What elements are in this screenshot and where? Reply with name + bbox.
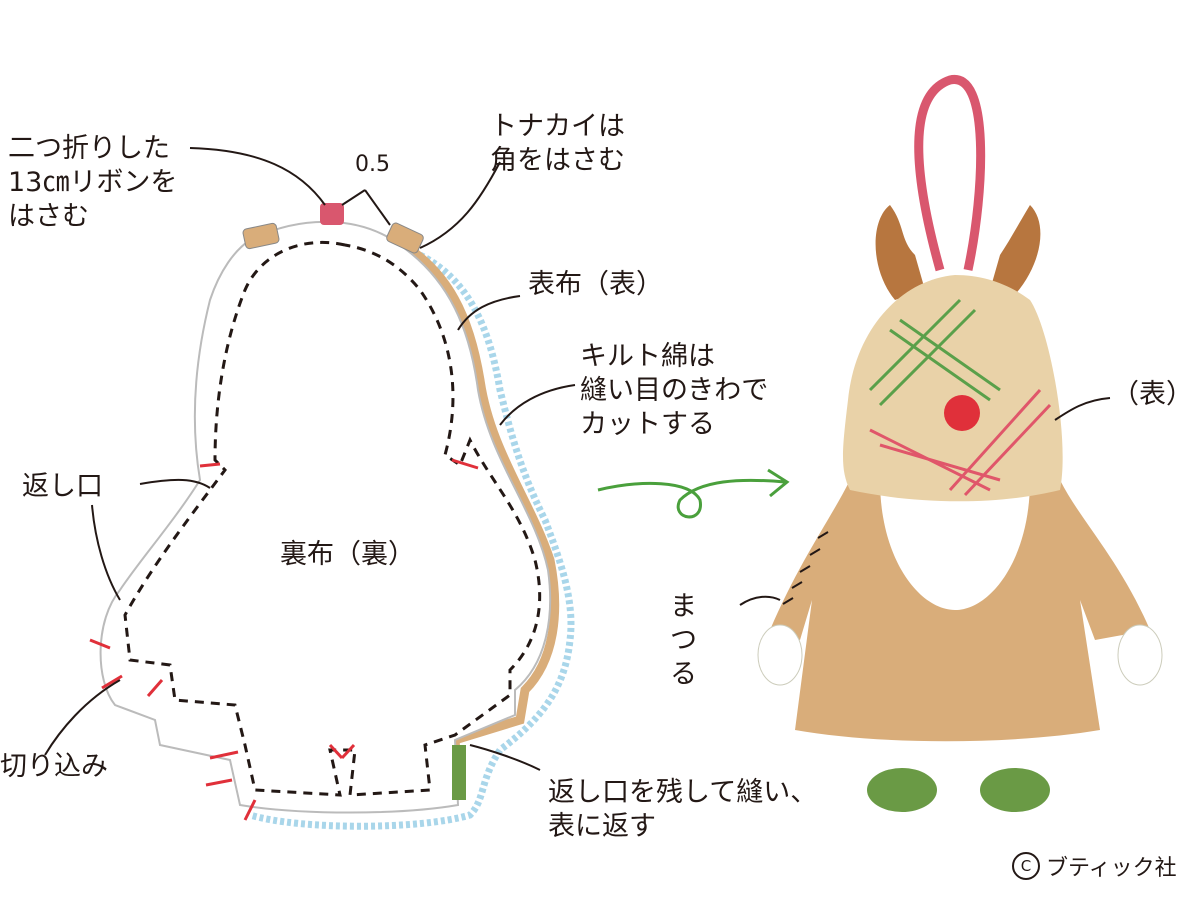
label-notch: 切り込み <box>0 751 108 782</box>
slipstitch-marks <box>782 531 829 605</box>
label-antlers: トナカイは 角をはさむ <box>490 110 625 178</box>
antler-right <box>386 222 424 254</box>
label-line: はさむ <box>8 201 89 232</box>
label-batting: キルト綿は 縫い目のきわで カットする <box>580 340 768 442</box>
plaid-green <box>868 298 1001 407</box>
boot <box>980 768 1050 812</box>
copyright: C ブティック社 <box>1012 850 1177 882</box>
antler-left <box>242 222 280 250</box>
stitch-line <box>123 240 542 797</box>
notch-marks <box>89 458 479 821</box>
ribbon-loop <box>914 75 986 272</box>
sewing-diagram <box>44 147 576 830</box>
plaid-red <box>869 388 1052 497</box>
copyright-icon: C <box>1012 852 1040 880</box>
label-line: カットする <box>580 409 715 440</box>
label-front: （表） <box>1112 379 1193 410</box>
body <box>770 480 1150 742</box>
lining-outline <box>99 220 552 814</box>
finished-ornament <box>739 75 1163 812</box>
label-line: 角をはさむ <box>490 145 625 176</box>
label-line: ま <box>670 591 697 622</box>
copyright-text: ブティック社 <box>1046 856 1177 881</box>
label-line: 13㎝リボンを <box>8 167 178 198</box>
label-line: 表に返す <box>548 811 656 842</box>
label-line: つ <box>670 625 697 656</box>
label-line: 縫い目のきわで <box>580 375 769 406</box>
mitten <box>757 624 803 686</box>
label-ribbon: 二つ折りした 13㎝リボンを はさむ <box>8 132 177 234</box>
label-sew: 返し口を残して縫い、 表に返す <box>548 776 817 844</box>
nose <box>944 395 980 431</box>
outer-fabric-edge <box>392 236 560 801</box>
beard <box>880 480 1030 610</box>
label-slipstitch: ま つ る <box>670 590 697 692</box>
label-line: 返し口を残して縫い、 <box>548 777 818 808</box>
mitten <box>1117 624 1163 686</box>
leader-lines <box>44 147 576 771</box>
label-seam-allowance: 0.5 <box>355 152 390 177</box>
arrow-icon <box>597 468 790 519</box>
batting-edge <box>248 251 575 830</box>
label-line: る <box>670 659 697 690</box>
ribbon-end <box>320 203 344 225</box>
boot <box>867 768 937 812</box>
batting-opening <box>452 745 466 800</box>
antler-icon <box>990 205 1041 300</box>
antler-icon <box>875 205 925 300</box>
label-line: 二つ折りした <box>8 133 170 164</box>
leader-lines <box>739 397 1111 606</box>
label-lining: 裏布（裏） <box>280 539 415 570</box>
label-line: トナカイは <box>490 111 625 142</box>
label-return-opening: 返し口 <box>22 471 103 502</box>
label-line: キルト綿は <box>580 341 715 372</box>
label-outer-fabric: 表布（表） <box>528 269 663 300</box>
